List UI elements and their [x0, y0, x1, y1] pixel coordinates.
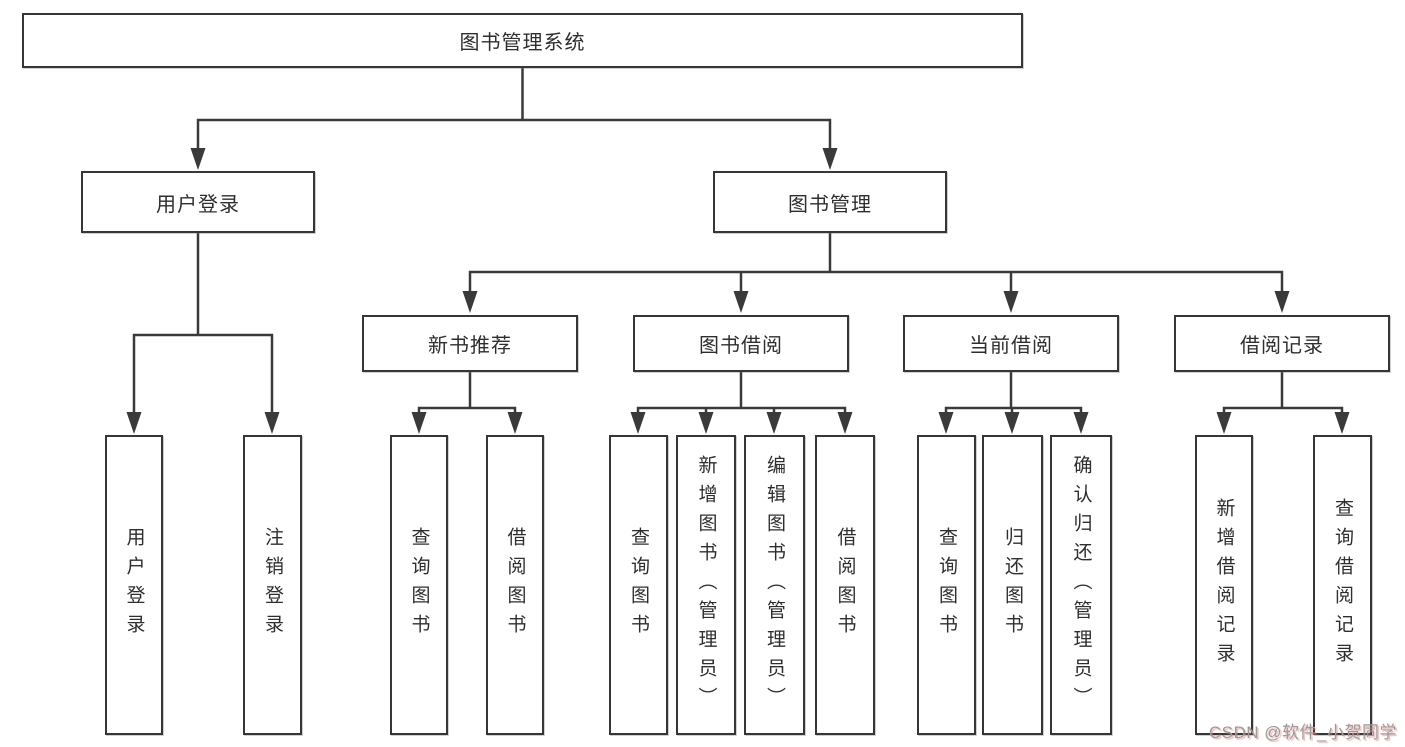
- node-label: 新书推荐: [428, 335, 512, 357]
- leaf-return-books: 归还图书: [982, 435, 1043, 735]
- node-current-borrow: 当前借阅: [903, 315, 1119, 372]
- leaf-label: 查询图书: [936, 527, 957, 643]
- leaf-logout: 注销登录: [243, 435, 302, 735]
- leaf-label: 新增图书（管理员）: [695, 454, 717, 716]
- leaf-label: 查询图书: [408, 527, 430, 643]
- leaf-label: 借阅图书: [834, 527, 856, 643]
- node-label: 借阅记录: [1240, 335, 1324, 357]
- leaf-query-books-borrow: 查询图书: [609, 435, 668, 735]
- leaf-query-books-current: 查询图书: [917, 435, 976, 735]
- leaf-label: 查询图书: [628, 527, 649, 643]
- leaf-label: 用户登录: [123, 527, 145, 643]
- leaf-label: 借阅图书: [504, 527, 526, 643]
- node-borrow-records: 借阅记录: [1174, 315, 1390, 372]
- node-user-login: 用户登录: [81, 171, 315, 233]
- csdn-watermark: CSDN @软件_小贺同学: [1208, 723, 1397, 742]
- leaf-label: 确认归还（管理员）: [1070, 454, 1092, 716]
- leaf-query-borrow-record: 查询借阅记录: [1313, 435, 1372, 735]
- leaf-label: 查询借阅记录: [1332, 498, 1353, 672]
- node-label: 用户登录: [156, 193, 240, 216]
- leaf-query-books-recommend: 查询图书: [390, 435, 448, 735]
- leaf-label: 归还图书: [1002, 527, 1023, 643]
- leaf-label: 新增借阅记录: [1213, 498, 1235, 672]
- node-label: 图书管理: [788, 193, 872, 216]
- node-label: 当前借阅: [969, 335, 1053, 357]
- node-library-management-system: 图书管理系统: [22, 13, 1023, 68]
- leaf-user-login: 用户登录: [105, 435, 163, 735]
- leaf-borrow-books-recommend: 借阅图书: [486, 435, 544, 735]
- leaf-add-borrow-record: 新增借阅记录: [1195, 435, 1253, 735]
- leaf-label: 注销登录: [262, 527, 283, 643]
- node-label: 图书借阅: [699, 335, 783, 357]
- node-book-management: 图书管理: [713, 171, 947, 233]
- node-label: 图书管理系统: [459, 32, 586, 54]
- node-book-borrow: 图书借阅: [633, 315, 849, 372]
- node-new-book-recommend: 新书推荐: [362, 315, 578, 372]
- leaf-borrow-books: 借阅图书: [815, 435, 875, 735]
- leaf-add-books-admin: 新增图书（管理员）: [676, 435, 736, 735]
- leaf-edit-books-admin: 编辑图书（管理员）: [744, 435, 805, 735]
- leaf-label: 编辑图书（管理员）: [764, 454, 785, 716]
- leaf-confirm-return-admin: 确认归还（管理员）: [1050, 435, 1112, 735]
